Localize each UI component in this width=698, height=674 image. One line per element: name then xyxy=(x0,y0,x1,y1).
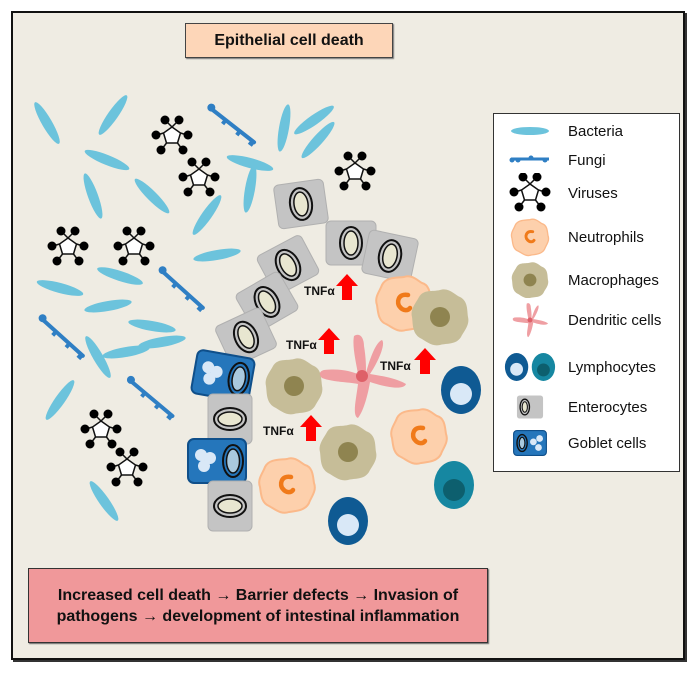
neutrophil xyxy=(259,458,315,513)
legend-item-viruses: Viruses xyxy=(494,173,679,213)
summary-text: Increased cell death → Barrier defects →… xyxy=(56,586,460,625)
enterocyte xyxy=(272,177,330,231)
bacterium xyxy=(189,192,225,238)
bacterium xyxy=(83,296,133,316)
virus xyxy=(177,156,221,198)
legend-item-neutrophils: Neutrophils xyxy=(494,217,679,257)
bacterium xyxy=(192,245,242,265)
bacterium xyxy=(274,103,294,153)
lymphocyte xyxy=(434,461,474,509)
legend-label: Lymphocytes xyxy=(568,358,656,376)
tnf-alpha-signals: TNFα TNFα TNFα TNFα xyxy=(263,274,436,441)
bacterium xyxy=(131,175,173,217)
enterocyte-icon xyxy=(516,395,544,419)
summary-box: Increased cell death → Barrier defects →… xyxy=(28,568,488,643)
goblet-cell xyxy=(187,438,247,484)
bacteria-icon xyxy=(511,127,549,135)
macrophage xyxy=(319,424,377,481)
legend-item-fungi: Fungi xyxy=(494,145,679,175)
legend-label: Viruses xyxy=(568,184,618,202)
title-text: Epithelial cell death xyxy=(214,31,364,49)
lymphocyte xyxy=(328,497,368,545)
legend-item-lymphocytes: Lymphocytes xyxy=(494,352,679,382)
tnf-alpha-label: TNFα xyxy=(380,359,411,373)
bacterium xyxy=(80,171,106,221)
fungus xyxy=(153,262,209,315)
lymphocyte xyxy=(441,366,481,414)
fungus xyxy=(122,372,179,423)
legend-label: Bacteria xyxy=(568,122,624,140)
fungi-icon xyxy=(509,155,549,163)
virus-icon xyxy=(508,173,552,213)
tnf-alpha-label: TNFα xyxy=(286,338,317,352)
enterocyte xyxy=(207,480,253,532)
legend-label: Neutrophils xyxy=(568,228,644,246)
legend-item-bacteria: Bacteria xyxy=(494,116,679,146)
lymphocyte-icon xyxy=(504,353,556,381)
legend-label: Macrophages xyxy=(568,271,659,289)
up-arrow-icon xyxy=(414,348,436,374)
up-arrow-icon xyxy=(300,415,322,441)
legend-label: Goblet cells xyxy=(568,434,647,452)
macrophage xyxy=(411,289,469,346)
bacterium xyxy=(95,263,145,289)
neutrophil xyxy=(391,409,447,464)
enterocyte xyxy=(207,393,253,445)
up-arrow-icon xyxy=(336,274,358,300)
dendritic-cell-icon xyxy=(512,303,548,338)
legend-item-enterocytes: Enterocytes xyxy=(494,392,679,422)
bacterium xyxy=(35,276,85,300)
title-box: Epithelial cell death xyxy=(185,23,393,58)
macrophage-icon xyxy=(511,262,549,298)
bacterium xyxy=(30,99,64,147)
immune-cells xyxy=(259,276,481,545)
legend: Bacteria Fungi Viruses Neutrophils Macro… xyxy=(493,113,680,472)
macrophage xyxy=(265,358,323,415)
goblet-cell-icon xyxy=(513,430,547,456)
legend-label: Enterocytes xyxy=(568,398,648,416)
bacterium xyxy=(240,164,260,214)
bacterium xyxy=(82,146,132,174)
neutrophil-icon xyxy=(510,217,550,257)
virus xyxy=(333,150,377,192)
bacterium xyxy=(42,377,78,423)
virus xyxy=(79,408,123,450)
fungus xyxy=(202,99,260,149)
up-arrow-icon xyxy=(318,328,340,354)
enterocyte xyxy=(359,228,421,284)
fungus xyxy=(33,310,89,363)
bacterium xyxy=(137,332,187,352)
legend-item-dendritic-cells: Dendritic cells xyxy=(494,303,679,338)
legend-label: Dendritic cells xyxy=(568,311,662,329)
virus xyxy=(150,114,194,156)
bacterium xyxy=(95,92,131,138)
legend-item-goblet-cells: Goblet cells xyxy=(494,428,679,458)
virus xyxy=(112,225,156,267)
virus xyxy=(46,225,90,267)
tnf-alpha-label: TNFα xyxy=(263,424,294,438)
legend-item-macrophages: Macrophages xyxy=(494,262,679,298)
legend-label: Fungi xyxy=(568,151,606,169)
tnf-alpha-label: TNFα xyxy=(304,284,335,298)
virus xyxy=(105,446,149,488)
bacterium xyxy=(127,316,177,336)
